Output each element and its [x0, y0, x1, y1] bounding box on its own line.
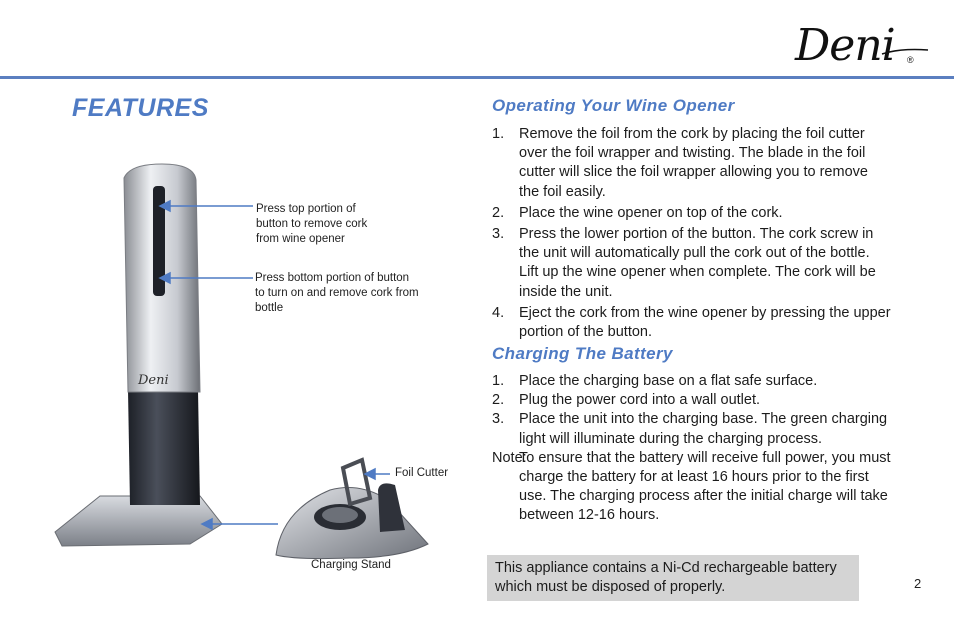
disposal-notice: This appliance contains a Ni-Cd recharge…: [487, 555, 859, 601]
list-item: 3.Press the lower portion of the button.…: [492, 226, 876, 300]
product-illustration: Deni: [54, 163, 429, 560]
list-item: 3.Place the unit into the charging base.…: [492, 411, 888, 447]
page-number: 2: [914, 576, 922, 591]
heading-operating: Operating Your Wine Opener: [492, 96, 735, 115]
device-logo-text: Deni: [137, 373, 169, 388]
battery-note: Note:To ensure that the battery will rec…: [492, 449, 891, 524]
heading-charging: Charging The Battery: [492, 344, 673, 363]
callout-foil-cutter: Foil Cutter: [395, 467, 449, 479]
callout-top-button: Press top portion of button to remove co…: [256, 203, 368, 245]
callout-bottom-button: Press bottom portion of button to turn o…: [255, 272, 419, 314]
header-rule: [0, 76, 954, 79]
brand-logo: Deni: [795, 20, 896, 71]
list-item: 2.Place the wine opener on top of the co…: [492, 204, 783, 221]
registered-mark: ®: [907, 55, 914, 65]
list-item: 1.Remove the foil from the cork by placi…: [492, 126, 868, 200]
logo-swash: [881, 48, 929, 55]
charging-list: 1.Place the charging base on a flat safe…: [492, 372, 892, 526]
list-item: 4.Eject the cork from the wine opener by…: [492, 304, 891, 341]
list-item: 2.Plug the power cord into a wall outlet…: [492, 392, 760, 409]
operating-list: 1.Remove the foil from the cork by placi…: [492, 125, 892, 342]
callout-charging-stand: Charging Stand: [311, 559, 391, 571]
page-title: FEATURES: [72, 94, 209, 122]
list-item: 1.Place the charging base on a flat safe…: [492, 373, 818, 389]
